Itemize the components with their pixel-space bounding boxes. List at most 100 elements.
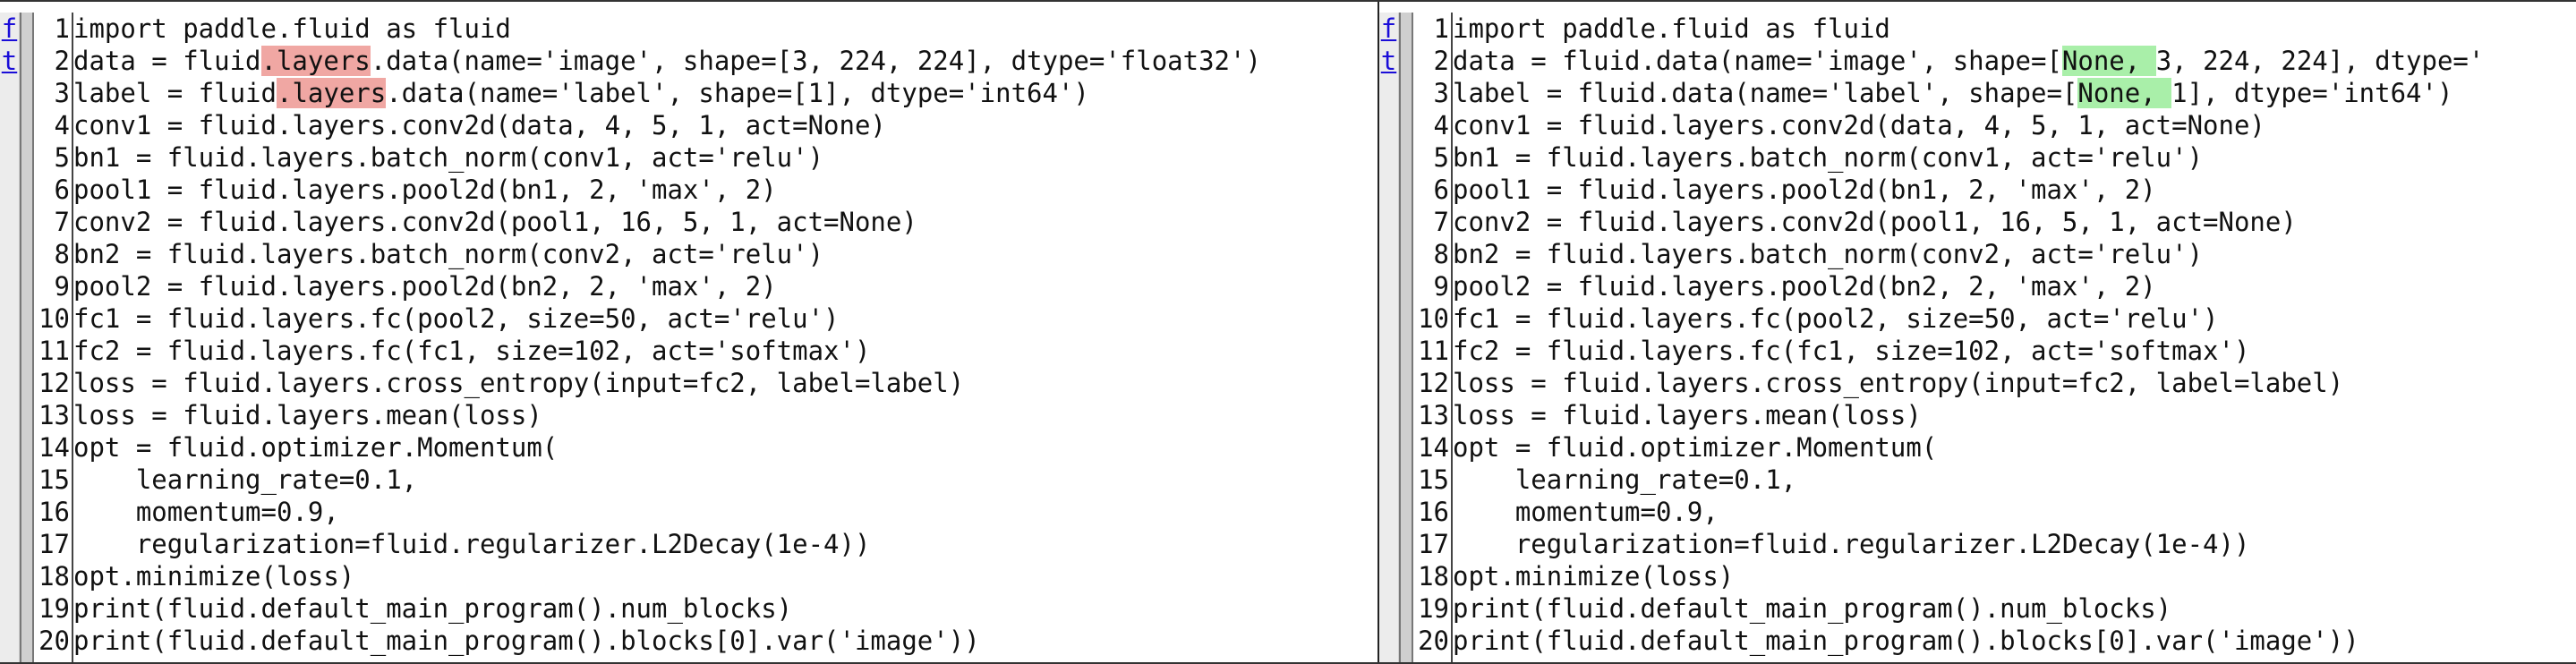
line-number: 19 <box>38 593 70 624</box>
inserted-text: None, <box>2077 78 2172 108</box>
code-text: label = fluid.data(name='label', shape=[ <box>1453 78 2078 108</box>
line-number: 16 <box>1418 497 1449 527</box>
code-line: learning_rate=0.1, <box>1453 464 2576 496</box>
right-top-link[interactable]: t <box>1380 46 1397 76</box>
code-line: conv2 = fluid.layers.conv2d(pool1, 16, 5… <box>1453 206 2576 238</box>
code-text: fc2 = fluid.layers.fc(fc1, size=102, act… <box>1453 336 2250 366</box>
code-line: regularization=fluid.regularizer.L2Decay… <box>73 528 1378 560</box>
left-gutter-bar <box>20 13 34 664</box>
code-line: fc2 = fluid.layers.fc(fc1, size=102, act… <box>1453 335 2576 367</box>
code-text: print(fluid.default_main_program().block… <box>1453 626 2359 656</box>
line-number: 2 <box>1433 46 1449 76</box>
left-top-link[interactable]: t <box>1 46 18 76</box>
right-gutter-bar <box>1399 13 1413 664</box>
line-number: 6 <box>54 175 70 205</box>
code-text: momentum=0.9, <box>1453 497 1719 527</box>
code-line: loss = fluid.layers.cross_entropy(input=… <box>1453 367 2576 399</box>
code-line: label = fluid.data(name='label', shape=[… <box>1453 77 2576 109</box>
code-text: opt = fluid.optimizer.Momentum( <box>73 432 559 463</box>
code-line: loss = fluid.layers.mean(loss) <box>1453 399 2576 431</box>
code-text: data = fluid <box>73 46 261 76</box>
code-line: pool1 = fluid.layers.pool2d(bn1, 2, 'max… <box>73 174 1378 206</box>
code-text: learning_rate=0.1, <box>73 464 418 495</box>
line-number: 20 <box>1418 626 1449 656</box>
code-text: .data(name='label', shape=[1], dtype='in… <box>386 78 1089 108</box>
code-text: fc1 = fluid.layers.fc(pool2, size=50, ac… <box>1453 303 2219 334</box>
code-line: momentum=0.9, <box>1453 496 2576 528</box>
code-text: bn1 = fluid.layers.batch_norm(conv1, act… <box>1453 142 2204 173</box>
code-line: opt = fluid.optimizer.Momentum( <box>1453 431 2576 464</box>
code-line: bn2 = fluid.layers.batch_norm(conv2, act… <box>73 238 1378 270</box>
line-number: 15 <box>38 464 70 495</box>
code-text: opt.minimize(loss) <box>73 561 355 592</box>
line-number: 12 <box>1418 368 1449 398</box>
line-number: 14 <box>1418 432 1449 463</box>
code-text: bn2 = fluid.layers.batch_norm(conv2, act… <box>73 239 824 269</box>
code-line: regularization=fluid.regularizer.L2Decay… <box>1453 528 2576 560</box>
line-number: 11 <box>1418 336 1449 366</box>
line-number: 5 <box>1433 142 1449 173</box>
code-text: loss = fluid.layers.cross_entropy(input=… <box>1453 368 2344 398</box>
line-number: 11 <box>38 336 70 366</box>
code-text: regularization=fluid.regularizer.L2Decay… <box>1453 529 2250 559</box>
line-number: 20 <box>38 626 70 656</box>
code-line: opt.minimize(loss) <box>73 560 1378 592</box>
code-text: print(fluid.default_main_program().num_b… <box>73 593 793 624</box>
code-text: loss = fluid.layers.mean(loss) <box>73 400 542 430</box>
line-number: 7 <box>54 207 70 237</box>
code-line: bn2 = fluid.layers.batch_norm(conv2, act… <box>1453 238 2576 270</box>
right-first-change-link[interactable]: f <box>1380 13 1397 44</box>
line-number: 18 <box>38 561 70 592</box>
code-text: fc1 = fluid.layers.fc(pool2, size=50, ac… <box>73 303 840 334</box>
left-first-change-link[interactable]: f <box>1 13 18 44</box>
code-text: .data(name='image', shape=[3, 224, 224],… <box>370 46 1261 76</box>
code-text: conv2 = fluid.layers.conv2d(pool1, 16, 5… <box>73 207 917 237</box>
line-number: 18 <box>1418 561 1449 592</box>
code-line: fc2 = fluid.layers.fc(fc1, size=102, act… <box>73 335 1378 367</box>
code-line: import paddle.fluid as fluid <box>1453 13 2576 45</box>
code-line: fc1 = fluid.layers.fc(pool2, size=50, ac… <box>1453 302 2576 335</box>
line-number: 8 <box>1433 239 1449 269</box>
code-text: print(fluid.default_main_program().num_b… <box>1453 593 2172 624</box>
line-number: 9 <box>1433 271 1449 302</box>
line-number: 10 <box>38 303 70 334</box>
code-text: bn1 = fluid.layers.batch_norm(conv1, act… <box>73 142 824 173</box>
line-number: 17 <box>38 529 70 559</box>
code-text: opt.minimize(loss) <box>1453 561 1735 592</box>
right-nav-column: f t <box>1379 13 1399 664</box>
code-line: print(fluid.default_main_program().block… <box>73 625 1378 657</box>
code-text: 3, 224, 224], dtype=' <box>2155 46 2485 76</box>
code-line: import paddle.fluid as fluid <box>73 13 1378 45</box>
code-line: print(fluid.default_main_program().num_b… <box>73 592 1378 625</box>
left-nav-column: f t <box>0 13 20 664</box>
line-number: 6 <box>1433 175 1449 205</box>
code-text: pool2 = fluid.layers.pool2d(bn2, 2, 'max… <box>1453 271 2156 302</box>
code-line: bn1 = fluid.layers.batch_norm(conv1, act… <box>1453 141 2576 174</box>
code-text: conv1 = fluid.layers.conv2d(data, 4, 5, … <box>73 110 886 140</box>
code-line: bn1 = fluid.layers.batch_norm(conv1, act… <box>73 141 1378 174</box>
line-number: 16 <box>38 497 70 527</box>
line-number: 1 <box>54 13 70 44</box>
code-line: label = fluid.layers.data(name='label', … <box>73 77 1378 109</box>
code-text: import paddle.fluid as fluid <box>73 13 511 44</box>
line-number: 19 <box>1418 593 1449 624</box>
code-text: regularization=fluid.regularizer.L2Decay… <box>73 529 871 559</box>
code-line: momentum=0.9, <box>73 496 1378 528</box>
line-number: 9 <box>54 271 70 302</box>
line-number: 5 <box>54 142 70 173</box>
code-text: fc2 = fluid.layers.fc(fc1, size=102, act… <box>73 336 871 366</box>
code-line: conv2 = fluid.layers.conv2d(pool1, 16, 5… <box>73 206 1378 238</box>
code-text: conv1 = fluid.layers.conv2d(data, 4, 5, … <box>1453 110 2265 140</box>
code-line: pool1 = fluid.layers.pool2d(bn1, 2, 'max… <box>1453 174 2576 206</box>
code-line: opt = fluid.optimizer.Momentum( <box>73 431 1378 464</box>
code-line: print(fluid.default_main_program().block… <box>1453 625 2576 657</box>
code-text: loss = fluid.layers.cross_entropy(input=… <box>73 368 965 398</box>
inserted-text: None, <box>2061 46 2156 76</box>
code-line: opt.minimize(loss) <box>1453 560 2576 592</box>
code-text: learning_rate=0.1, <box>1453 464 1797 495</box>
